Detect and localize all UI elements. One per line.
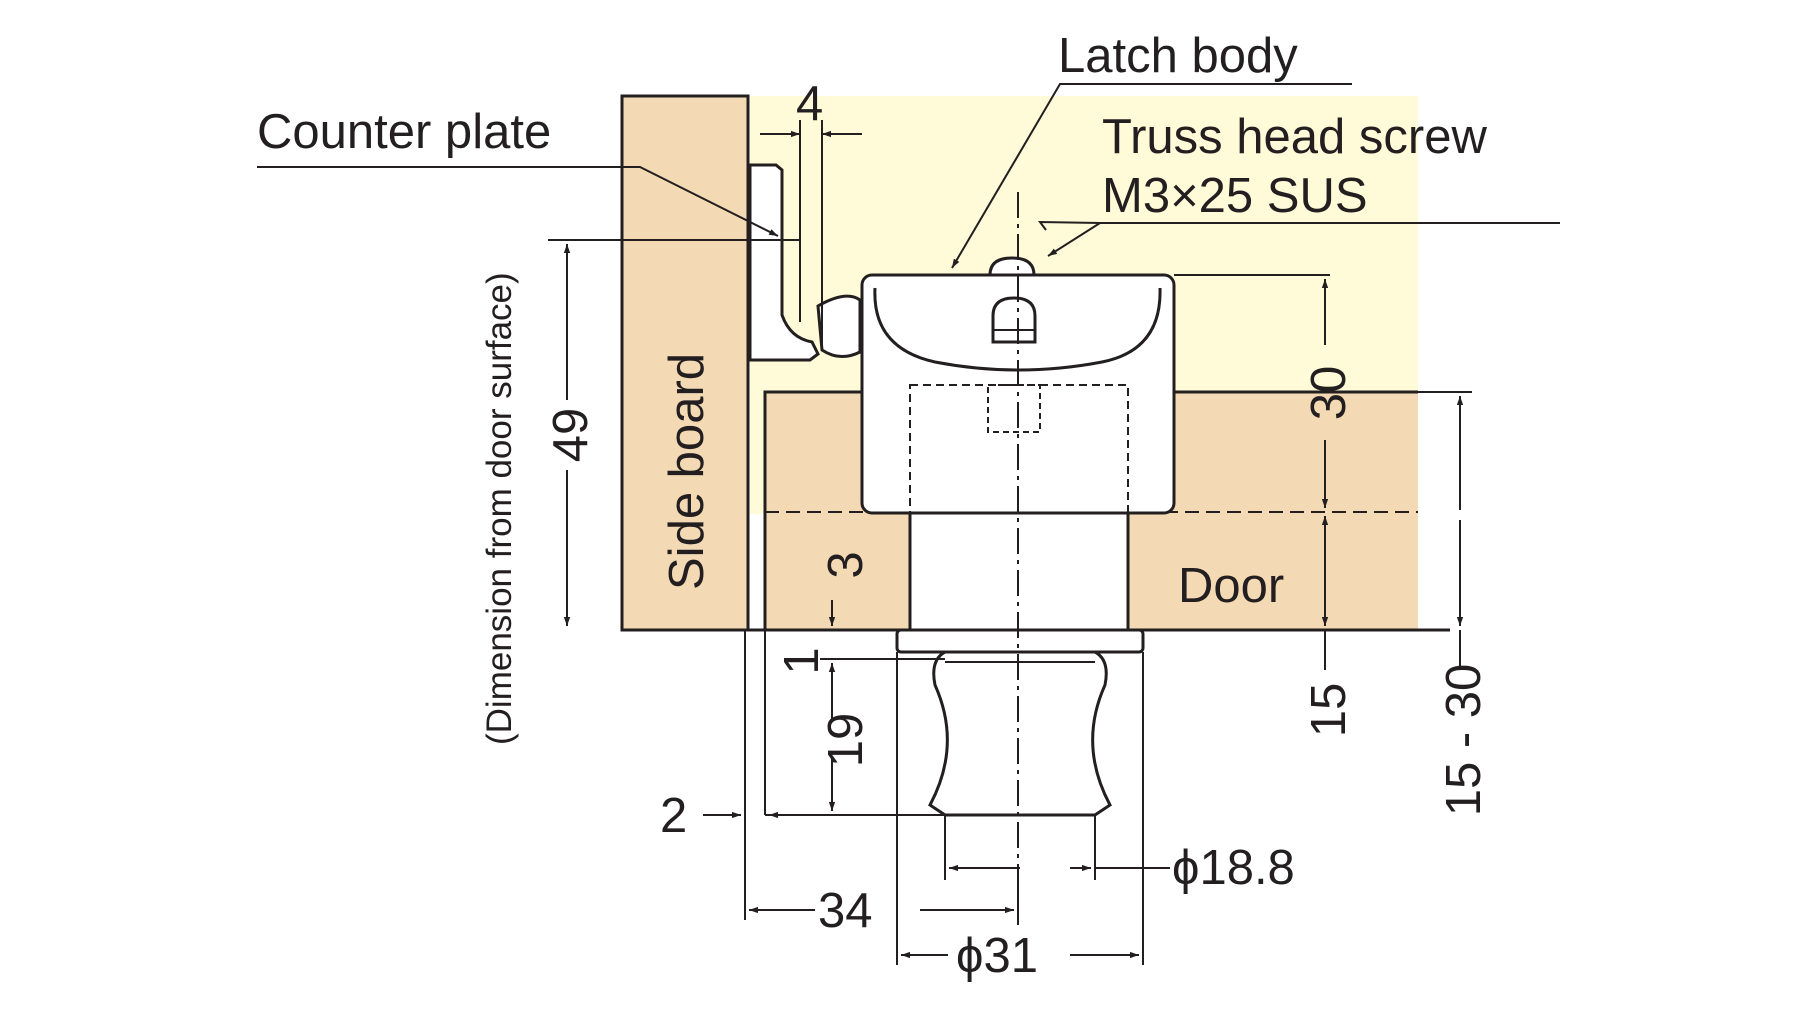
leader-lines <box>257 83 1560 269</box>
dim-19: 19 <box>819 713 873 768</box>
dim-49: 49 <box>544 408 598 463</box>
knob <box>895 628 1145 817</box>
dim-phi-31: ϕ31 <box>956 929 1038 983</box>
dim-30: 30 <box>1302 366 1356 421</box>
dimension-lines <box>563 130 1464 959</box>
side-board <box>620 94 750 632</box>
door-label: Door <box>1178 559 1284 613</box>
dim-15: 15 <box>1302 683 1356 738</box>
counter-plate <box>748 163 820 362</box>
counter-plate-catch <box>816 294 862 358</box>
dimension-note-label: (Dimension from door surface) <box>480 272 519 745</box>
dim-phi-18-8: ϕ18.8 <box>1172 841 1295 895</box>
side-board-label: Side board <box>660 353 714 590</box>
dim-1: 1 <box>775 647 829 674</box>
extension-lines <box>548 120 1472 965</box>
dim-4: 4 <box>796 77 823 131</box>
dim-2: 2 <box>660 789 687 843</box>
truss-screw-label-line1: Truss head screw <box>1102 110 1487 164</box>
dim-3: 3 <box>819 551 873 578</box>
dim-15-30: 15 - 30 <box>1437 664 1491 817</box>
truss-screw-label-line2: M3×25 SUS <box>1102 169 1368 223</box>
dim-34: 34 <box>818 884 873 938</box>
counter-plate-label: Counter plate <box>257 105 551 159</box>
latch-body-label: Latch body <box>1058 29 1298 83</box>
